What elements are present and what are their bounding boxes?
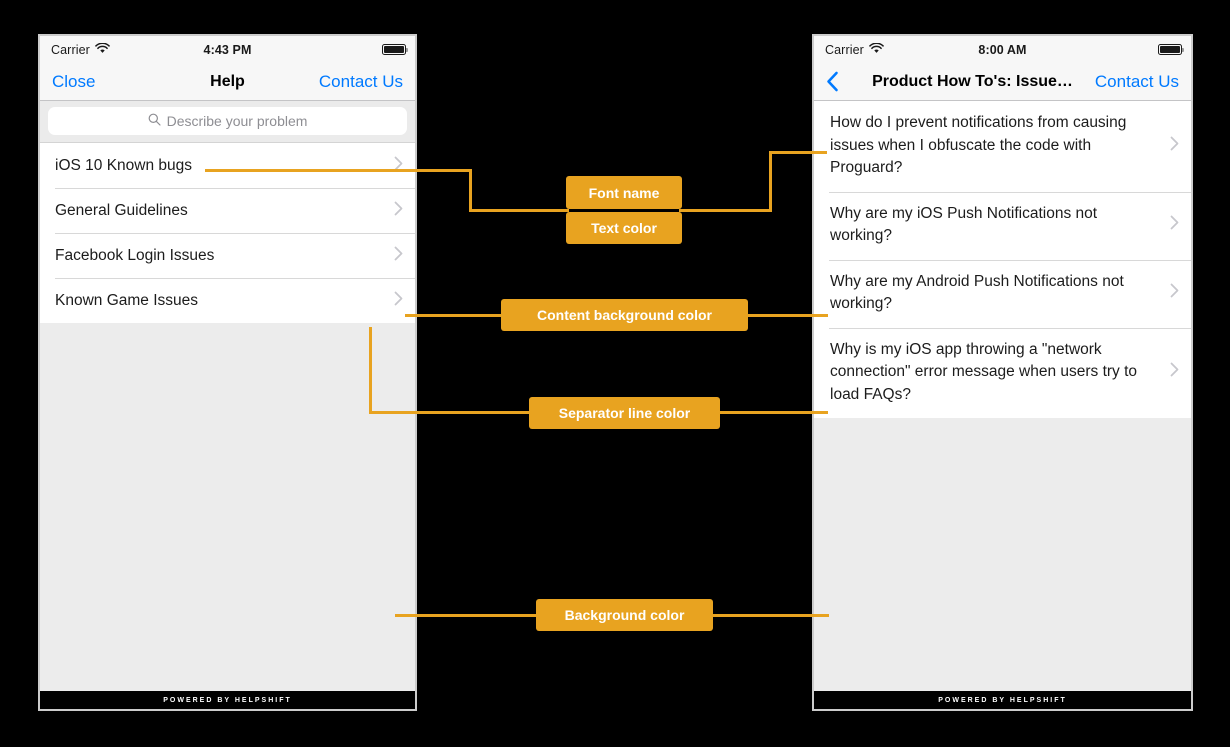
list-item[interactable]: How do I prevent notifications from caus… (814, 101, 1191, 192)
status-bar-left-group: Carrier (825, 41, 884, 57)
list-item[interactable]: Facebook Login Issues (40, 233, 415, 278)
status-bar-right-group (382, 44, 408, 55)
annotation-content-background-color: Content background color (501, 299, 748, 331)
annotation-background-color: Background color (536, 599, 713, 631)
connector-font-name-left-v (469, 169, 472, 212)
carrier-label: Carrier (51, 42, 90, 57)
chevron-right-icon (1170, 215, 1179, 235)
chevron-right-icon (394, 246, 403, 266)
carrier-label: Carrier (825, 42, 864, 57)
chevron-right-icon (1170, 283, 1179, 303)
connector-content-bg-left (405, 314, 502, 317)
status-bar-right: Carrier 8:00 AM (814, 36, 1191, 63)
chevron-right-icon (1170, 136, 1179, 156)
battery-icon (382, 44, 408, 55)
empty-background-area-left (40, 323, 415, 691)
contact-us-button[interactable]: Contact Us (1094, 71, 1179, 91)
status-bar-left-group: Carrier (51, 41, 110, 57)
empty-background-area-right (814, 418, 1191, 691)
list-item[interactable]: General Guidelines (40, 188, 415, 233)
chevron-right-icon (394, 291, 403, 311)
list-item[interactable]: iOS 10 Known bugs (40, 143, 415, 188)
list-item-label: How do I prevent notifications from caus… (830, 114, 1127, 176)
nav-bar-right: Product How To's: Issue… Contact Us (814, 63, 1191, 101)
connector-font-name-right-v (769, 151, 772, 212)
page-title: Product How To's: Issue… (872, 72, 1073, 90)
connector-font-name-right-h1 (679, 209, 772, 212)
annotation-label: Content background color (537, 307, 712, 323)
annotation-label: Background color (564, 607, 685, 623)
list-item[interactable]: Known Game Issues (40, 278, 415, 323)
status-bar-right-group (1158, 44, 1184, 55)
wifi-icon (869, 41, 884, 57)
list-item-label: Why is my iOS app throwing a "network co… (830, 340, 1138, 403)
list-item-label: Known Game Issues (55, 292, 199, 309)
search-band: Describe your problem (40, 101, 415, 143)
contact-us-button[interactable]: Contact Us (318, 71, 403, 91)
list-item-label: Why are my Android Push Notifications no… (830, 272, 1124, 313)
list-item[interactable]: Why are my Android Push Notifications no… (814, 259, 1191, 328)
chevron-right-icon (1170, 362, 1179, 382)
nav-bar-left: Close Help Contact Us (40, 63, 415, 101)
battery-icon (1158, 44, 1184, 55)
list-item[interactable]: Why are my iOS Push Notifications not wo… (814, 191, 1191, 260)
annotation-separator-line-color: Separator line color (529, 397, 720, 429)
page-title: Help (210, 72, 245, 90)
powered-by-footer-right: POWERED BY HELPSHIFT (814, 691, 1191, 709)
list-item[interactable]: Why is my iOS app throwing a "network co… (814, 327, 1191, 418)
annotation-font-name: Font name (566, 176, 682, 209)
search-placeholder: Describe your problem (166, 113, 308, 129)
chevron-right-icon (394, 201, 403, 221)
faq-list-right: How do I prevent notifications from caus… (814, 101, 1191, 418)
status-bar-time: 4:43 PM (203, 42, 252, 57)
phone-screen-right: Carrier 8:00 AM Product How To's: Issue…… (812, 34, 1193, 711)
status-bar-left: Carrier 4:43 PM (40, 36, 415, 63)
status-bar-time: 8:00 AM (978, 42, 1027, 57)
footer-label: POWERED BY HELPSHIFT (938, 696, 1067, 704)
annotation-label: Separator line color (558, 405, 691, 421)
annotation-label: Font name (588, 184, 660, 201)
chevron-right-icon (394, 156, 403, 176)
search-icon (148, 113, 161, 129)
list-item-label: General Guidelines (55, 202, 188, 219)
list-item-label: Why are my iOS Push Notifications not wo… (830, 204, 1098, 245)
wifi-icon (95, 41, 110, 57)
list-item-label: iOS 10 Known bugs (55, 157, 193, 174)
back-chevron-icon[interactable] (826, 71, 839, 92)
faq-section-list-left: iOS 10 Known bugs General Guidelines Fac… (40, 143, 415, 323)
powered-by-footer-left: POWERED BY HELPSHIFT (40, 691, 415, 709)
footer-label: POWERED BY HELPSHIFT (163, 696, 292, 704)
annotation-text-color: Text color (566, 212, 682, 244)
connector-font-name-left-h2 (469, 209, 569, 212)
search-input[interactable]: Describe your problem (48, 107, 407, 135)
list-item-label: Facebook Login Issues (55, 247, 215, 264)
annotation-label: Text color (591, 220, 657, 236)
close-button[interactable]: Close (52, 71, 96, 91)
phone-screen-left: Carrier 4:43 PM Close Help Contact Us (38, 34, 417, 711)
